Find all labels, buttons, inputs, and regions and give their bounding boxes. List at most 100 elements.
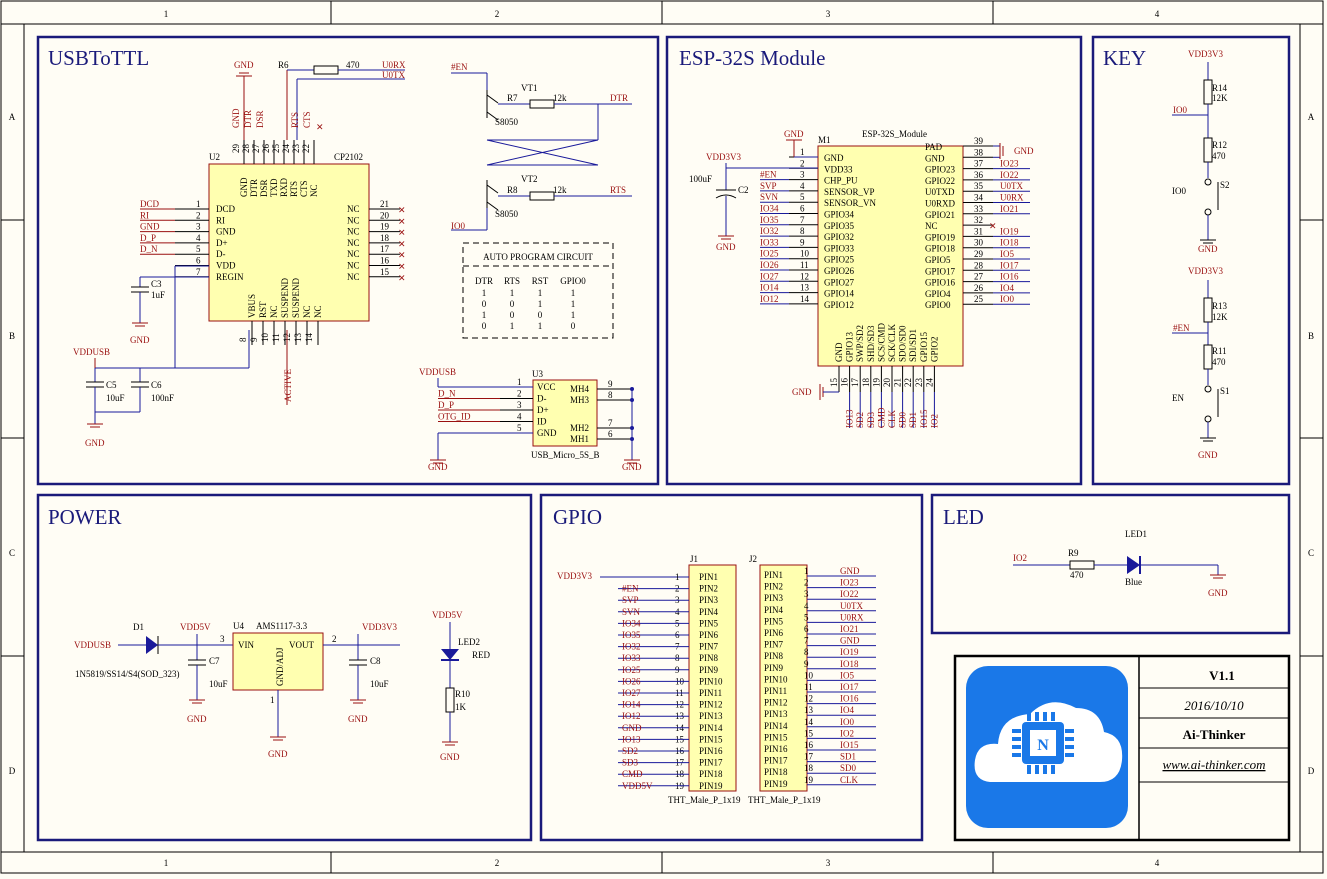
- u4-gndadj: GND/ADJ: [275, 647, 285, 686]
- led1-ref: LED1: [1125, 529, 1147, 539]
- j2-pin-name: PIN3: [764, 593, 784, 603]
- key-vdd-1: VDD3V3: [1188, 49, 1223, 59]
- esp-bottom-pin-num: 23: [914, 378, 924, 388]
- u4-vin: VIN: [238, 640, 254, 650]
- key-vdd-2: VDD3V3: [1188, 266, 1223, 276]
- led-gnd: GND: [1208, 588, 1228, 598]
- regulator-u4: [232, 632, 324, 691]
- esp-left-pin-num: 13: [800, 283, 810, 293]
- j2-net: IO4: [840, 705, 854, 715]
- esp-left-net: IO27: [760, 271, 779, 281]
- cp2102-left-net: RI: [140, 210, 149, 220]
- u3-left-pin-name: VCC: [537, 382, 556, 392]
- j1-pin-name: PIN2: [699, 584, 718, 594]
- esp-right-pin-name: NC: [925, 221, 938, 231]
- esp-left-pin-name: CHP_PU: [824, 176, 858, 186]
- j1-net: GND: [622, 723, 642, 733]
- usb-micro-connector: [532, 379, 598, 447]
- esp-gnd-right: GND: [1014, 146, 1034, 156]
- auto-table-cell: 1: [538, 288, 543, 298]
- frame-col-4: 4: [1155, 9, 1160, 19]
- tb-date: 2016/10/10: [1184, 698, 1244, 713]
- c5-ref: C5: [106, 380, 117, 390]
- header-j1: [688, 564, 737, 792]
- esp-bottom-pin-num: 19: [871, 378, 881, 388]
- j2-net: IO23: [840, 578, 859, 588]
- u3-gnd-left: GND: [428, 462, 448, 472]
- title-power: POWER: [48, 505, 122, 529]
- nc-mark: ✕: [398, 239, 406, 249]
- cp2102-right-pin-name: NC: [347, 238, 360, 248]
- u3-vddusb: VDDUSB: [419, 367, 456, 377]
- cp2102-bottom-pin-name: VBUS: [247, 294, 257, 318]
- cp2102-top-pin-num: 22: [301, 144, 311, 153]
- j1-net: IO33: [622, 653, 641, 663]
- title-led: LED: [943, 505, 984, 529]
- esp-right-net: IO23: [1000, 159, 1019, 169]
- c6-ref: C6: [151, 380, 162, 390]
- u3-left-pin-num: 4: [517, 412, 522, 422]
- cp2102-left-pin-num: 7: [196, 267, 201, 277]
- esp-bottom-pin-num: 20: [882, 378, 892, 388]
- j1-net: IO25: [622, 665, 641, 675]
- esp-right-pin-name: GPIO22: [925, 176, 955, 186]
- cp2102-left-net: D_N: [140, 244, 158, 254]
- j1-net: IO13: [622, 734, 641, 744]
- j2-pin-name: PIN1: [764, 570, 783, 580]
- esp-left-net: IO33: [760, 237, 779, 247]
- net-top-gnd: GND: [231, 108, 241, 128]
- j2-pin-num: 15: [804, 728, 814, 738]
- esp-bottom-net: SD0: [898, 411, 908, 428]
- r8-ref: R8: [507, 185, 518, 195]
- j2-pin-num: 17: [804, 752, 814, 762]
- u4-pin2: 2: [332, 634, 337, 644]
- esp-right-pin-num: 30: [974, 238, 984, 248]
- j2-net: IO22: [840, 589, 859, 599]
- cp2102-left-pin-num: 4: [196, 233, 201, 243]
- frame-col-2: 2: [495, 9, 500, 19]
- j2-pin-name: PIN4: [764, 605, 784, 615]
- c7-ref: C7: [209, 656, 220, 666]
- auto-table-cell: 1: [538, 299, 543, 309]
- esp-left-pin-name: SENSOR_VN: [824, 198, 877, 208]
- u3-right-pin-name: MH3: [570, 395, 590, 405]
- net-u0rx: U0RX: [382, 60, 406, 70]
- r13-val: 12K: [1212, 312, 1228, 322]
- esp-right-pin-num: 36: [974, 170, 984, 180]
- esp-gnd-cap: GND: [716, 242, 736, 252]
- j2-pin-name: PIN6: [764, 628, 784, 638]
- cp2102-bottom-pin-num: 9: [249, 337, 259, 342]
- j2-pin-name: PIN8: [764, 651, 784, 661]
- u3-right-pin-name: MH1: [570, 434, 589, 444]
- frame-row-d-r: D: [1308, 766, 1315, 776]
- u3-right-pin-num: 7: [608, 418, 613, 428]
- frame-row-d: D: [9, 766, 16, 776]
- tb-url[interactable]: www.ai-thinker.com: [1162, 757, 1265, 772]
- cp2102-left-pin-name: VDD: [216, 261, 236, 271]
- auto-table-cell: 0: [482, 299, 487, 309]
- j2-pin-num: 13: [804, 705, 814, 715]
- cp2102-top-pin-num: 28: [241, 144, 251, 154]
- esp-bottom-pin-num: 17: [850, 378, 860, 388]
- key-gnd-2: GND: [1198, 450, 1218, 460]
- cp2102-right-pin-num: 17: [380, 244, 390, 254]
- net-dtr: DTR: [610, 93, 628, 103]
- frame-col-3: 3: [826, 9, 831, 19]
- auto-table-header: RTS: [504, 276, 520, 286]
- j2-pin-num: 5: [804, 612, 809, 622]
- j2-net: U0RX: [840, 612, 864, 622]
- esp-right-pin-num: 25: [974, 294, 984, 304]
- j2-pin-name: PIN18: [764, 767, 788, 777]
- esp-gnd-top: GND: [784, 129, 804, 139]
- esp-right-pin-name: PAD: [925, 142, 943, 152]
- esp-bottom-pin-name: GPIO2: [929, 336, 939, 362]
- esp-ref: M1: [818, 135, 831, 145]
- d1-ref: D1: [133, 622, 144, 632]
- esp-left-pin-name: GND: [824, 153, 844, 163]
- led1-diode: [1127, 556, 1140, 574]
- cp2102-bottom-pin-name: NC: [313, 305, 323, 318]
- tb-version: V1.1: [1209, 668, 1235, 683]
- key-circuit: VDD3V3 R14 12K IO0 R12 470 IO0 S2 GND VD…: [1172, 49, 1230, 460]
